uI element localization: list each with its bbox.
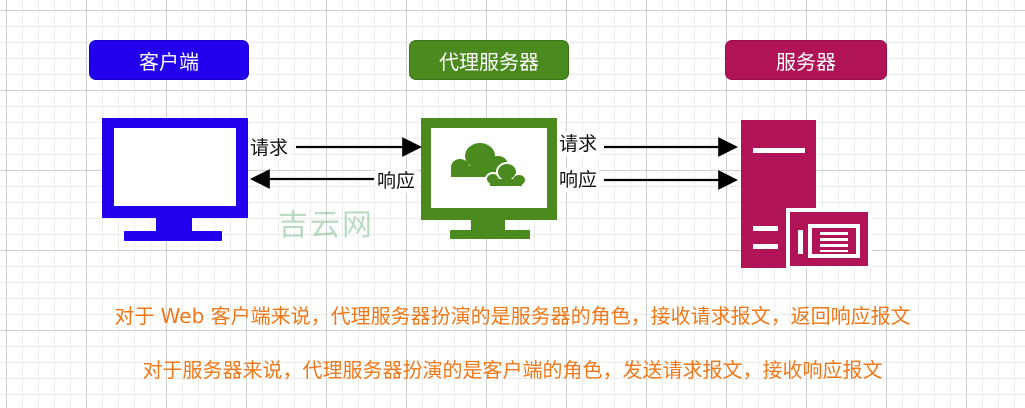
proxy-header-label: 代理服务器 [439, 49, 539, 74]
client-header-label: 客户端 [139, 49, 199, 74]
server-header-label: 服务器 [776, 49, 836, 74]
watermark-text: 吉云网 [278, 208, 374, 243]
right-response-label: 响应 [557, 168, 600, 192]
caption-line-1: 对于 Web 客户端来说，代理服务器扮演的是服务器的角色，接收请求报文，返回响应… [114, 304, 911, 328]
client-monitor-icon [102, 118, 248, 241]
left-response-label: 响应 [375, 169, 418, 193]
caption-line-2: 对于服务器来说，代理服务器扮演的是客户端的角色，发送请求报文，接收响应报文 [142, 358, 883, 382]
proxy-monitor-cloud-icon [421, 118, 557, 239]
right-request-label: 请求 [557, 132, 600, 156]
left-request-label: 请求 [248, 136, 291, 160]
proxy-header: 代理服务器 [409, 40, 569, 80]
client-header: 客户端 [89, 40, 249, 80]
cloud-icon [451, 143, 527, 187]
server-tower-icon [741, 120, 872, 268]
server-header: 服务器 [725, 40, 887, 80]
